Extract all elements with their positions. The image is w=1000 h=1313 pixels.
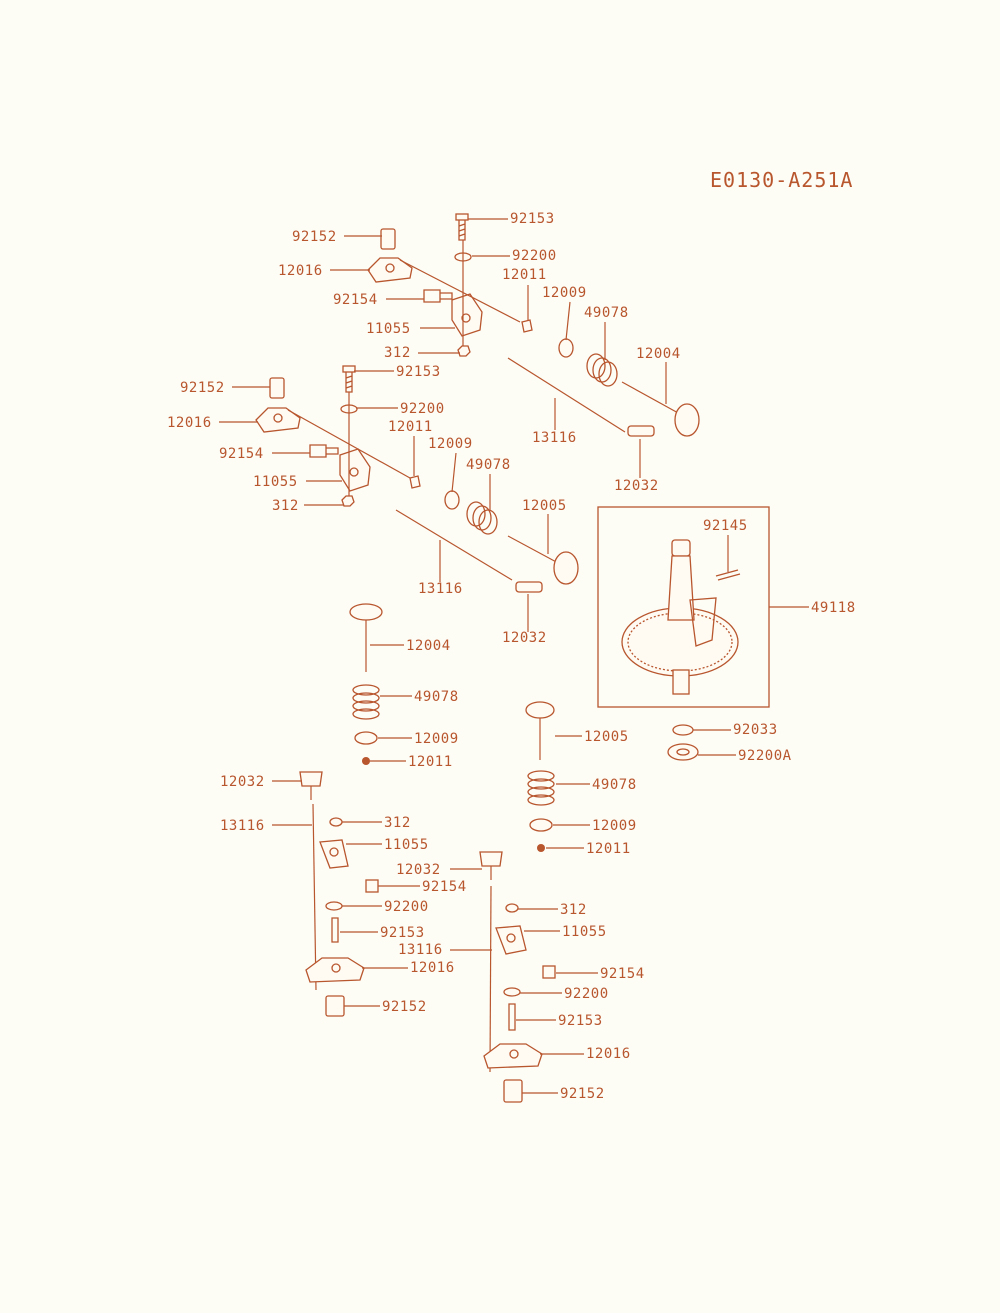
camshaft-washers — [667, 724, 699, 761]
rocker-assembly-middle — [255, 365, 579, 593]
part-number-label: 92154 — [219, 446, 264, 462]
part-number-label: 12016 — [410, 960, 455, 976]
part-number-label: 12009 — [592, 818, 637, 834]
part-number-label: 12016 — [167, 415, 212, 431]
part-number-label: 49078 — [592, 777, 637, 793]
part-number-label: 92152 — [180, 380, 225, 396]
callout-leader — [565, 301, 571, 341]
part-number-label: 92033 — [733, 722, 778, 738]
part-number-label: 92154 — [600, 966, 645, 982]
part-number-label: 49118 — [811, 600, 856, 616]
valve-stack-left — [299, 603, 383, 1017]
part-number-label: 12004 — [406, 638, 451, 654]
part-number-label: 92152 — [560, 1086, 605, 1102]
part-number-label: 12009 — [414, 731, 459, 747]
callout-layer: 92153 92152 92200 12016 12011 92154 12009 49078… — [167, 211, 856, 1102]
part-number-label: 12032 — [396, 862, 441, 878]
part-number-label: 12011 — [388, 419, 433, 435]
part-number-label: 92200A — [738, 748, 792, 764]
part-number-label: 12004 — [636, 346, 681, 362]
part-number-label: 13116 — [418, 581, 463, 597]
part-number-label: 312 — [384, 345, 411, 361]
part-number-label: 92153 — [510, 211, 555, 227]
part-number-label: 92200 — [384, 899, 429, 915]
part-number-label: 92145 — [703, 518, 748, 534]
part-number-label: 92153 — [380, 925, 425, 941]
diagram-code: E0130-A251A — [710, 168, 854, 192]
part-number-label: 12009 — [428, 436, 473, 452]
part-number-label: 12009 — [542, 285, 587, 301]
part-number-label: 92152 — [382, 999, 427, 1015]
part-number-label: 13116 — [398, 942, 443, 958]
part-number-label: 92200 — [400, 401, 445, 417]
part-number-label: 92154 — [422, 879, 467, 895]
part-number-label: 92200 — [564, 986, 609, 1002]
part-number-label: 12032 — [220, 774, 265, 790]
part-number-label: 12011 — [502, 267, 547, 283]
part-number-label: 12032 — [502, 630, 547, 646]
part-number-label: 312 — [560, 902, 587, 918]
rocker-assembly-upper — [367, 213, 700, 437]
part-number-label: 92200 — [512, 248, 557, 264]
part-number-label: 13116 — [220, 818, 265, 834]
part-number-label: 12016 — [278, 263, 323, 279]
part-number-label: 312 — [272, 498, 299, 514]
camshaft-assembly — [597, 506, 770, 708]
part-number-label: 12011 — [408, 754, 453, 770]
part-number-label: 11055 — [384, 837, 429, 853]
part-number-label: 312 — [384, 815, 411, 831]
part-number-label: 11055 — [253, 474, 298, 490]
part-number-label: 92152 — [292, 229, 337, 245]
part-number-label: 92153 — [396, 364, 441, 380]
part-number-label: 12011 — [586, 841, 631, 857]
part-number-label: 49078 — [466, 457, 511, 473]
part-number-label: 12016 — [586, 1046, 631, 1062]
part-number-label: 12005 — [584, 729, 629, 745]
part-number-label: 92153 — [558, 1013, 603, 1029]
part-number-label: 11055 — [366, 321, 411, 337]
part-number-label: 49078 — [414, 689, 459, 705]
part-number-label: 92154 — [333, 292, 378, 308]
callout-leader — [451, 452, 457, 493]
part-number-label: 12032 — [614, 478, 659, 494]
part-number-label: 13116 — [532, 430, 577, 446]
part-number-label: 11055 — [562, 924, 607, 940]
part-number-label: 49078 — [584, 305, 629, 321]
part-number-label: 12005 — [522, 498, 567, 514]
valve-stack-right — [479, 701, 556, 1103]
